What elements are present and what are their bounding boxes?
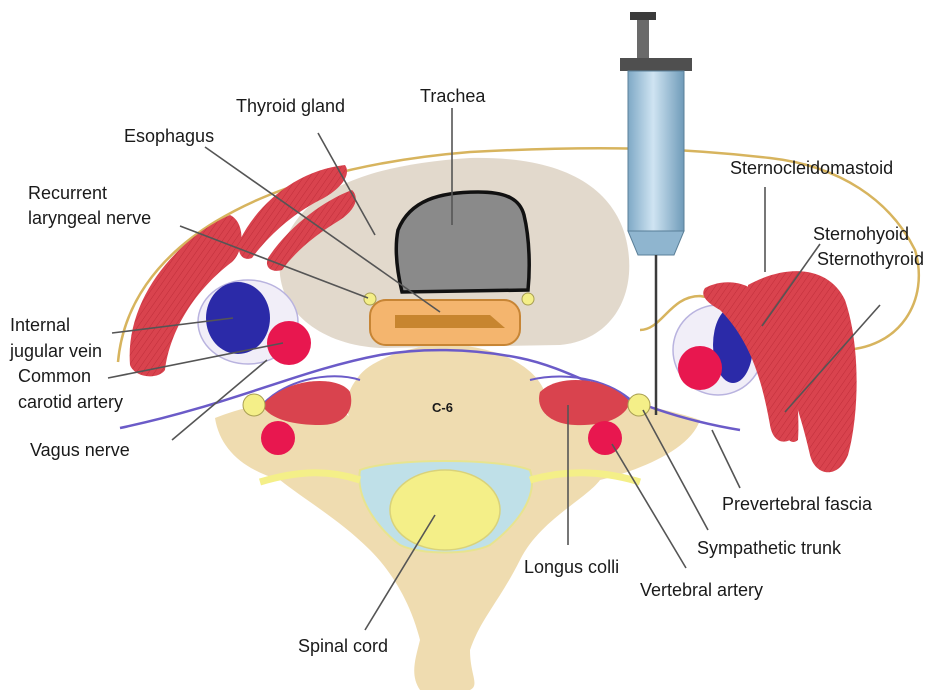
vertebral-artery-right xyxy=(588,421,622,455)
sympathetic-trunk-right xyxy=(628,394,650,416)
sympathetic-trunk-left xyxy=(243,394,265,416)
label-spinal-cord: Spinal cord xyxy=(298,636,388,656)
label-sympathetic-trunk: Sympathetic trunk xyxy=(697,538,842,558)
common-carotid-artery-left xyxy=(267,321,311,365)
label-common-line2: carotid artery xyxy=(18,392,123,412)
label-trachea: Trachea xyxy=(420,86,486,106)
label-internal-line2: jugular vein xyxy=(9,341,102,361)
syringe-plunger xyxy=(637,20,649,58)
spinal-cord xyxy=(390,470,500,550)
syringe-hub xyxy=(628,231,684,255)
leader-prevertebral-fascia xyxy=(712,430,740,488)
recurrent-laryngeal-nerve-left xyxy=(364,293,376,305)
label-recurrent-line2: laryngeal nerve xyxy=(28,208,151,228)
label-recurrent-line1: Recurrent xyxy=(28,183,107,203)
label-esophagus: Esophagus xyxy=(124,126,214,146)
internal-jugular-vein-left xyxy=(206,282,270,354)
label-longus-colli: Longus colli xyxy=(524,557,619,577)
recurrent-laryngeal-nerve-right xyxy=(522,293,534,305)
label-sternocleidomastoid: Sternocleidomastoid xyxy=(730,158,893,178)
label-sternothyroid: Sternothyroid xyxy=(817,249,924,269)
label-internal-line1: Internal xyxy=(10,315,70,335)
label-prevertebral-fascia: Prevertebral fascia xyxy=(722,494,873,514)
syringe-barrel xyxy=(628,71,684,231)
vertebral-artery-left xyxy=(261,421,295,455)
label-vertebra-level: C-6 xyxy=(432,400,453,415)
label-sternohyoid: Sternohyoid xyxy=(813,224,909,244)
label-vertebral-artery: Vertebral artery xyxy=(640,580,763,600)
label-thyroid-gland: Thyroid gland xyxy=(236,96,345,116)
syringe-plunger-thumb xyxy=(630,12,656,20)
common-carotid-artery-right xyxy=(678,346,722,390)
trachea xyxy=(396,192,529,292)
label-common-line1: Common xyxy=(18,366,91,386)
label-vagus-nerve: Vagus nerve xyxy=(30,440,130,460)
esophagus-lumen xyxy=(395,315,505,328)
syringe-flange xyxy=(620,58,692,71)
